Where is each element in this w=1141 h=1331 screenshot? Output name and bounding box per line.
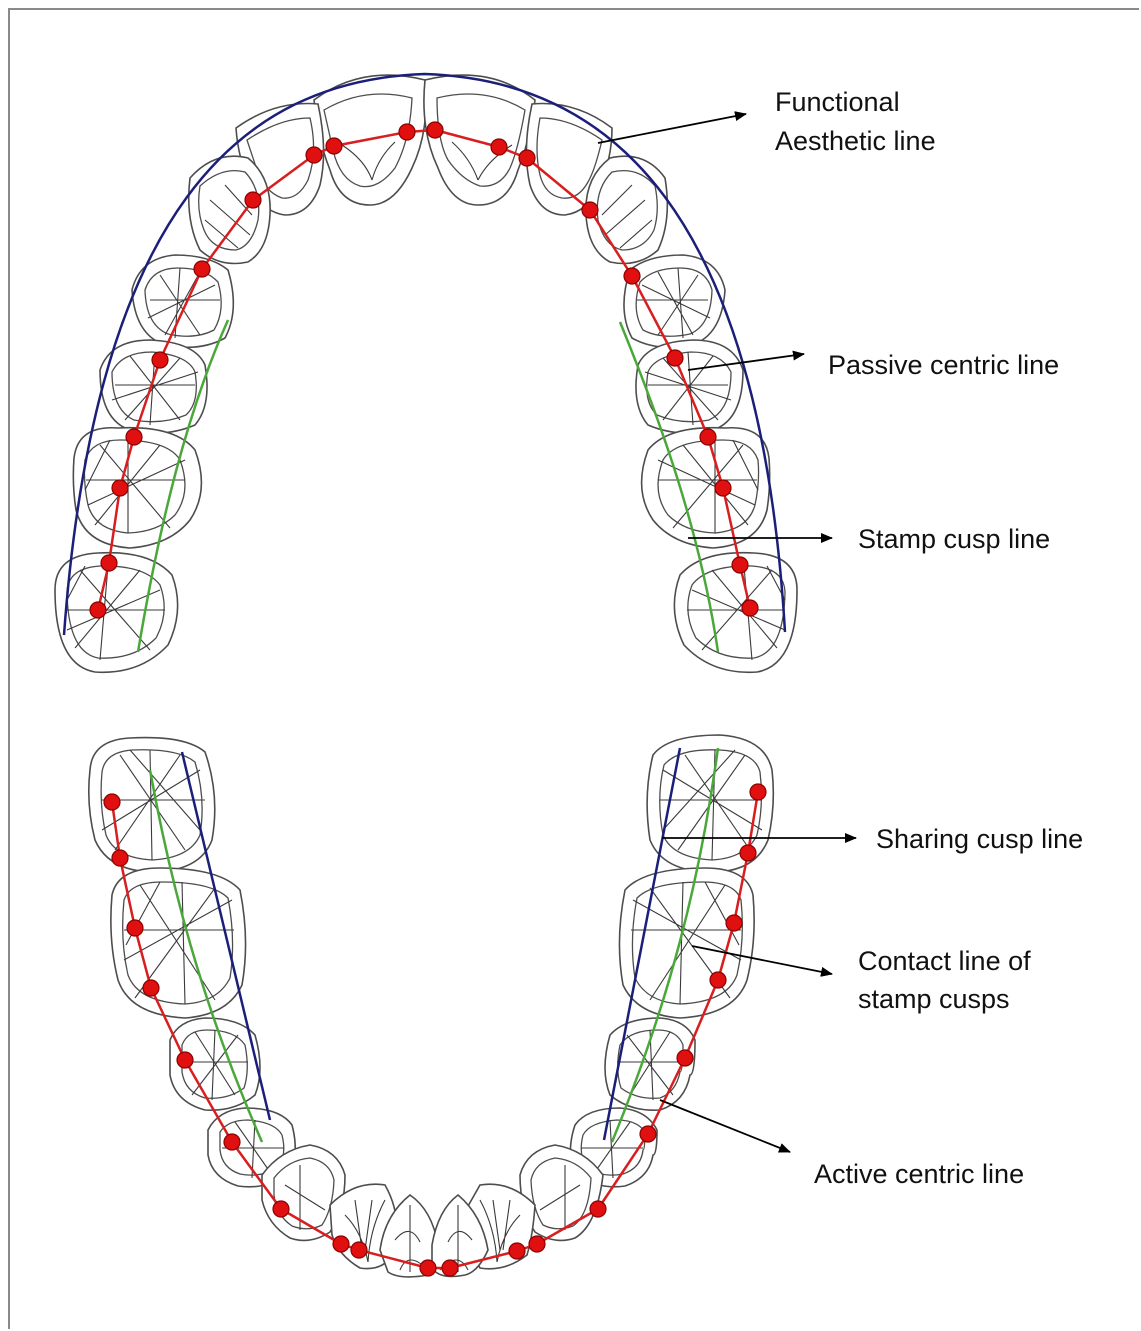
contact-point (152, 352, 168, 368)
label-passive-centric-line: Passive centric line (828, 350, 1059, 380)
contact-point (750, 784, 766, 800)
label-functional-aesthetic-line-2: Aesthetic line (775, 126, 936, 156)
contact-point (529, 1236, 545, 1252)
upper-tooth-first-premolar-left (624, 255, 725, 347)
label-contact-line-of-stamp-cusps-1: Contact line of (858, 946, 1031, 976)
contact-point (245, 192, 261, 208)
contact-point (90, 602, 106, 618)
contact-point (710, 972, 726, 988)
upper-tooth-first-molar-left (642, 428, 770, 548)
contact-point (104, 794, 120, 810)
label-contact-line-of-stamp-cusps-2: stamp cusps (858, 984, 1010, 1014)
contact-point (177, 1052, 193, 1068)
contact-point (333, 1236, 349, 1252)
contact-point (420, 1260, 436, 1276)
upper-tooth-first-premolar-right (132, 255, 233, 347)
contact-point (101, 555, 117, 571)
annotation-labels: Functional Aesthetic line Passive centri… (775, 87, 1083, 1189)
label-functional-aesthetic-line-1: Functional (775, 87, 900, 117)
contact-point (442, 1260, 458, 1276)
contact-point (112, 480, 128, 496)
contact-point (582, 202, 598, 218)
label-stamp-cusp-line: Stamp cusp line (858, 524, 1050, 554)
contact-point (519, 150, 535, 166)
contact-point (740, 845, 756, 861)
contact-point (112, 850, 128, 866)
contact-point (715, 480, 731, 496)
contact-point (640, 1126, 656, 1142)
contact-point (726, 915, 742, 931)
contact-point (700, 429, 716, 445)
contact-point (326, 138, 342, 154)
contact-point (590, 1201, 606, 1217)
label-sharing-cusp-line: Sharing cusp line (876, 824, 1083, 854)
lower-arch-teeth (89, 735, 774, 1277)
contact-point (667, 350, 683, 366)
upper-tooth-central-incisor-left (424, 75, 535, 205)
upper-arch-teeth (55, 75, 797, 672)
contact-point (677, 1050, 693, 1066)
contact-point (351, 1242, 367, 1258)
lower-arch (89, 735, 774, 1277)
contact-point (624, 268, 640, 284)
upper-tooth-second-molar-right (55, 553, 178, 673)
lower-tooth-first-molar-right (111, 868, 246, 1018)
contact-point (194, 261, 210, 277)
contact-point (399, 124, 415, 140)
contact-point (509, 1243, 525, 1259)
contact-point (732, 557, 748, 573)
contact-point (491, 139, 507, 155)
upper-tooth-canine-right (189, 156, 270, 263)
contact-point (127, 920, 143, 936)
upper-arch (55, 74, 797, 672)
contact-point (306, 147, 322, 163)
arrow-active-centric-line (660, 1100, 790, 1152)
arrow-functional-aesthetic-line (598, 114, 746, 143)
label-active-centric-line: Active centric line (814, 1159, 1024, 1189)
contact-point (126, 429, 142, 445)
upper-tooth-second-premolar-left (636, 340, 743, 433)
contact-point (427, 122, 443, 138)
contact-point (273, 1201, 289, 1217)
contact-point (224, 1134, 240, 1150)
contact-point (742, 600, 758, 616)
lower-tooth-first-molar-left (619, 868, 754, 1018)
contact-point (143, 980, 159, 996)
